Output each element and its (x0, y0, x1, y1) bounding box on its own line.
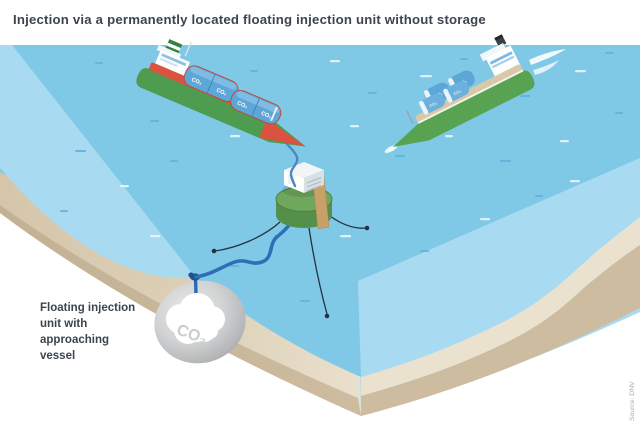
wave-marks (60, 52, 623, 302)
red-bow (258, 118, 306, 147)
co2-reservoir: CO₂ (154, 275, 246, 364)
hull-side (392, 70, 535, 148)
seabed-sand-tan-band (361, 245, 640, 416)
mooring-line-right (329, 215, 367, 229)
co2-carrier-approaching: CO₂ CO₂ CO₂ CO₂ (392, 34, 535, 148)
injection-buoy (275, 162, 333, 230)
ship-wake (384, 49, 566, 153)
reservoir-cloud (166, 293, 225, 344)
mooring-lines (214, 215, 367, 315)
bridge-wing (479, 43, 507, 62)
annotation-label: Floating injection unit with approaching… (40, 302, 138, 362)
mooring-anchors (211, 225, 370, 319)
co2-tank-label: CO₂ (453, 88, 463, 96)
window-strip (489, 51, 513, 65)
mooring-anchor-dot (364, 225, 370, 231)
co2-tank-label: CO₂ (190, 77, 203, 87)
deck (415, 64, 523, 124)
seabed-sand-cream-band (361, 217, 640, 396)
offloading-hose (279, 132, 299, 188)
riser-pipe (194, 211, 299, 279)
hull-side (136, 68, 306, 147)
antenna-mast (184, 43, 191, 57)
mooring-line-left (214, 221, 281, 252)
bow-mast (405, 109, 414, 124)
co2-carrier-moored: CO₂ CO₂ CO₂ CO₂ (136, 39, 306, 147)
co2-tank-label: CO₂ (429, 100, 439, 108)
mooring-line-down (308, 227, 328, 315)
co2-deck-tanks-front: CO₂ CO₂ (419, 81, 470, 115)
co2-tank-label: CO₂ (260, 111, 273, 121)
page-title: Injection via a permanently located floa… (13, 12, 486, 27)
shallow-water-strip (0, 45, 196, 279)
source-credit: Source: DNV (629, 381, 636, 421)
seabed-left-face-dark-band (0, 205, 361, 416)
co2-tank-label: CO₂ (215, 88, 228, 98)
seabed-right-face (358, 156, 640, 416)
bow-mast (270, 106, 278, 122)
window-strip (161, 53, 187, 67)
mooring-anchor-dot (324, 313, 330, 319)
co2-tank-label: CO₂ (236, 100, 249, 110)
mooring-anchor-dot (211, 248, 217, 254)
co2-deck-tanks: CO₂ CO₂ CO₂ CO₂ (183, 65, 282, 125)
